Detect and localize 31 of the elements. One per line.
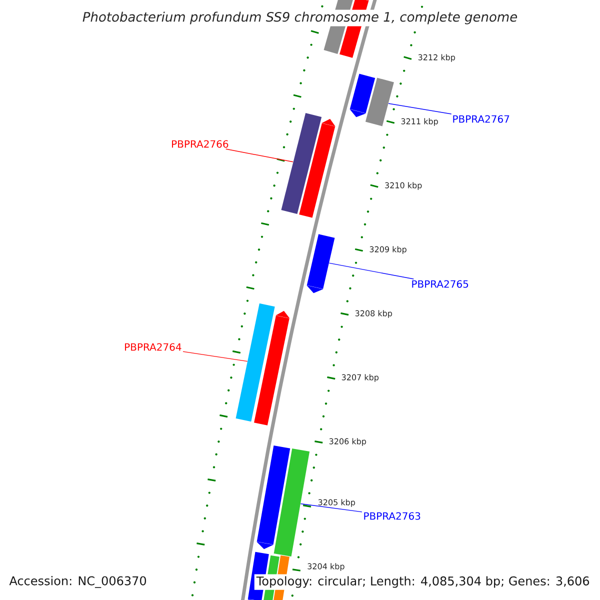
gene-label: PBPRA2765: [412, 280, 468, 288]
gene-label: PBPRA2767: [453, 115, 510, 123]
gene-block: [281, 113, 322, 214]
gene-label: PBPRA2766: [172, 140, 228, 148]
leader-line: [226, 148, 294, 162]
gene-block: [236, 303, 275, 422]
leader-line: [300, 503, 362, 512]
tick-label: 3208 kbp: [355, 310, 392, 318]
tick-label: 3205 kbp: [318, 499, 356, 507]
gene-block: [254, 310, 290, 426]
tick-label: 3210 kbp: [385, 182, 422, 190]
leader-line: [328, 262, 414, 280]
gene-block: [274, 448, 310, 557]
leader-line: [182, 351, 248, 362]
tick-label: 3207 kbp: [342, 374, 379, 382]
accession-text: Accession: NC_006370: [9, 576, 146, 588]
tick-label: 3206 kbp: [329, 438, 366, 446]
gene-block: [299, 118, 336, 218]
tick-label: 3211 kbp: [401, 118, 438, 126]
topology-text: Topology: circular; Length: 4,085,304 bp; Genes: 3,606: [254, 574, 592, 590]
gene-block: [306, 234, 335, 294]
title: Photobacterium profundum SS9 chromosome 1, complete genome: [80, 10, 520, 26]
gene-block: [350, 74, 376, 118]
tick-label: 3212 kbp: [418, 54, 456, 62]
tick-label: 3204 kbp: [308, 563, 344, 571]
tick-label: 3209 kbp: [370, 246, 406, 254]
gene-label: PBPRA2764: [125, 343, 182, 351]
gene-block: [256, 446, 290, 550]
gene-label: PBPRA2763: [364, 512, 420, 520]
leader-line: [388, 103, 452, 114]
gene-block: [365, 78, 394, 126]
